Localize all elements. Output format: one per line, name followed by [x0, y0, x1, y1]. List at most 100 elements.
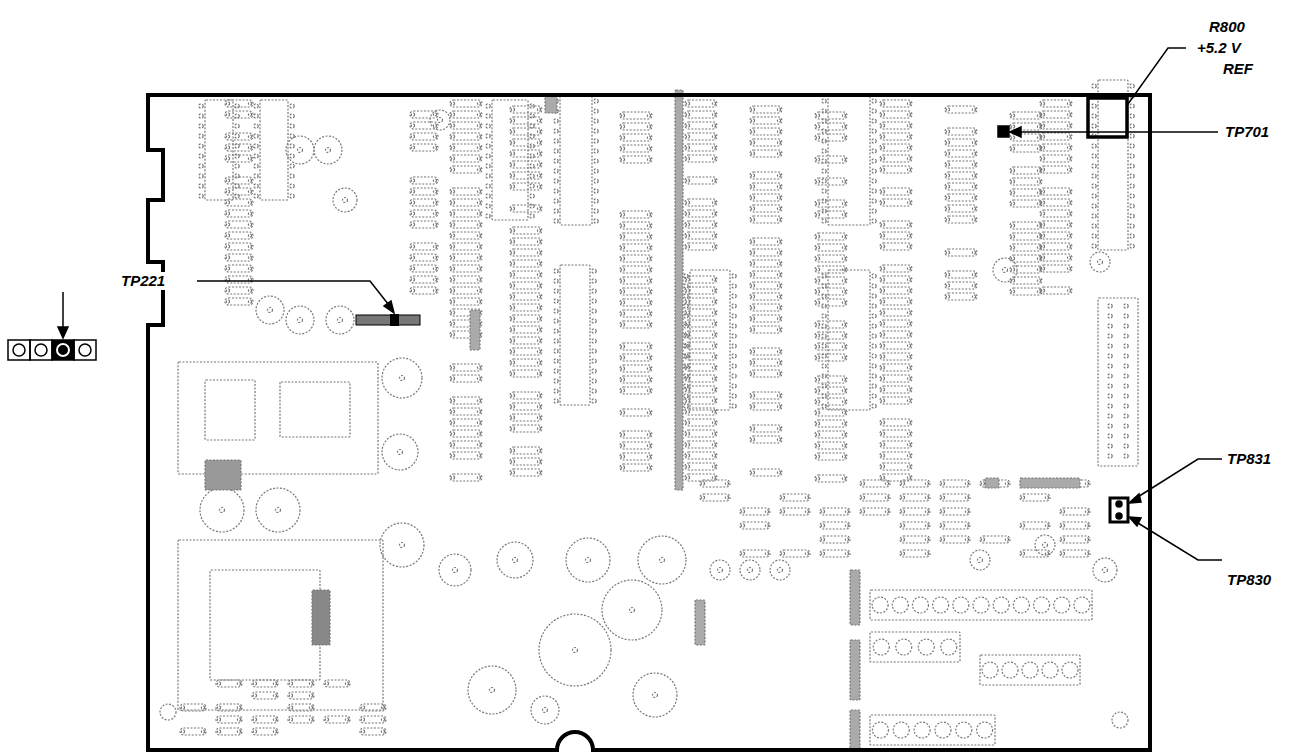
resistor-symbol [1010, 178, 1042, 185]
callout-label: R800 [1208, 18, 1246, 36]
component-outline [822, 324, 826, 328]
component-outline [777, 295, 780, 298]
component-outline [1124, 364, 1128, 368]
resistor-symbol [750, 392, 782, 399]
component-outline [530, 124, 534, 128]
resistor-symbol [1010, 266, 1042, 273]
resistor-symbol [750, 139, 782, 146]
component-outline [881, 476, 884, 479]
component-outline [1067, 201, 1070, 204]
component-outline [453, 568, 458, 573]
resistor-symbol [880, 331, 912, 338]
capacitor-symbol [382, 358, 422, 398]
resistor-symbol [880, 221, 912, 228]
component-outline [477, 289, 480, 292]
component-outline [1124, 414, 1128, 418]
resistor-symbol [1060, 522, 1090, 529]
component-outline [1067, 223, 1070, 226]
component-outline [885, 496, 888, 499]
component-outline [1041, 168, 1044, 171]
resistor-symbol [225, 210, 253, 217]
resistor-symbol [252, 692, 278, 699]
component-outline [621, 411, 624, 414]
resistor-symbol [510, 238, 542, 245]
component-outline [816, 268, 819, 271]
component-outline [451, 278, 454, 281]
resistor-symbol [620, 310, 652, 317]
component-outline [712, 476, 715, 479]
resistor-symbol [880, 287, 912, 294]
component-outline [248, 135, 251, 138]
resistor-symbol [880, 144, 912, 151]
component-outline [907, 366, 910, 369]
component-outline [290, 184, 294, 188]
resistor-symbol [450, 166, 482, 173]
component-outline [554, 179, 558, 183]
resistor-symbol [410, 177, 438, 184]
component-outline [647, 356, 650, 359]
resistor-symbol [620, 453, 652, 460]
resistor-symbol [940, 480, 970, 487]
resistor-symbol [815, 376, 847, 383]
component-outline [477, 245, 480, 248]
resistor-symbol [324, 680, 350, 687]
component-outline [226, 223, 229, 226]
component-outline [946, 174, 949, 177]
resistor-symbol [815, 321, 847, 328]
component-outline [686, 476, 689, 479]
component-outline [816, 180, 819, 183]
resistor-symbol [510, 205, 542, 212]
component-outline [816, 136, 819, 139]
component-outline [712, 355, 715, 358]
component-outline [684, 404, 688, 408]
resistor-symbol [1040, 210, 1072, 217]
resistor-symbol [410, 188, 438, 195]
component-outline [885, 510, 888, 513]
component-outline [594, 199, 598, 203]
capacitor-symbol [430, 110, 450, 130]
component-outline [451, 289, 454, 292]
resistor-symbol [980, 536, 1010, 543]
component-outline [1130, 204, 1134, 208]
component-outline [451, 245, 454, 248]
component-outline [1092, 164, 1096, 168]
transformer-outline [280, 382, 350, 437]
resistor-symbol [450, 364, 482, 371]
component-outline [972, 152, 975, 155]
component-outline [686, 223, 689, 226]
component-outline [235, 164, 239, 168]
component-outline [777, 394, 780, 397]
component-outline [907, 135, 910, 138]
component-outline [660, 558, 665, 563]
resistor-symbol [945, 161, 977, 168]
ic-outline [205, 100, 233, 200]
component-outline [686, 245, 689, 248]
component-outline [621, 279, 624, 282]
component-outline [554, 339, 558, 343]
resistor-symbol [815, 343, 847, 350]
component-outline [451, 322, 454, 325]
component-outline [777, 328, 780, 331]
component-outline [433, 289, 436, 292]
resistor-symbol [510, 106, 542, 113]
component-outline [872, 109, 876, 113]
component-outline [1045, 496, 1048, 499]
component-outline [647, 345, 650, 348]
component-outline [254, 104, 258, 108]
component-outline [226, 135, 229, 138]
component-outline [777, 141, 780, 144]
component-outline [822, 294, 826, 298]
resistor-symbol [750, 117, 782, 124]
callout-label: TP701 [1224, 123, 1270, 141]
component-outline [881, 234, 884, 237]
component-outline [235, 174, 239, 178]
component-outline [1041, 201, 1044, 204]
resistor-symbol [620, 134, 652, 141]
component-outline [477, 212, 480, 215]
component-outline [537, 471, 540, 474]
component-outline [594, 119, 598, 123]
component-outline [684, 294, 688, 298]
component-outline [289, 682, 292, 685]
resistor-symbol [1060, 550, 1090, 557]
resistor-symbol [510, 469, 542, 476]
